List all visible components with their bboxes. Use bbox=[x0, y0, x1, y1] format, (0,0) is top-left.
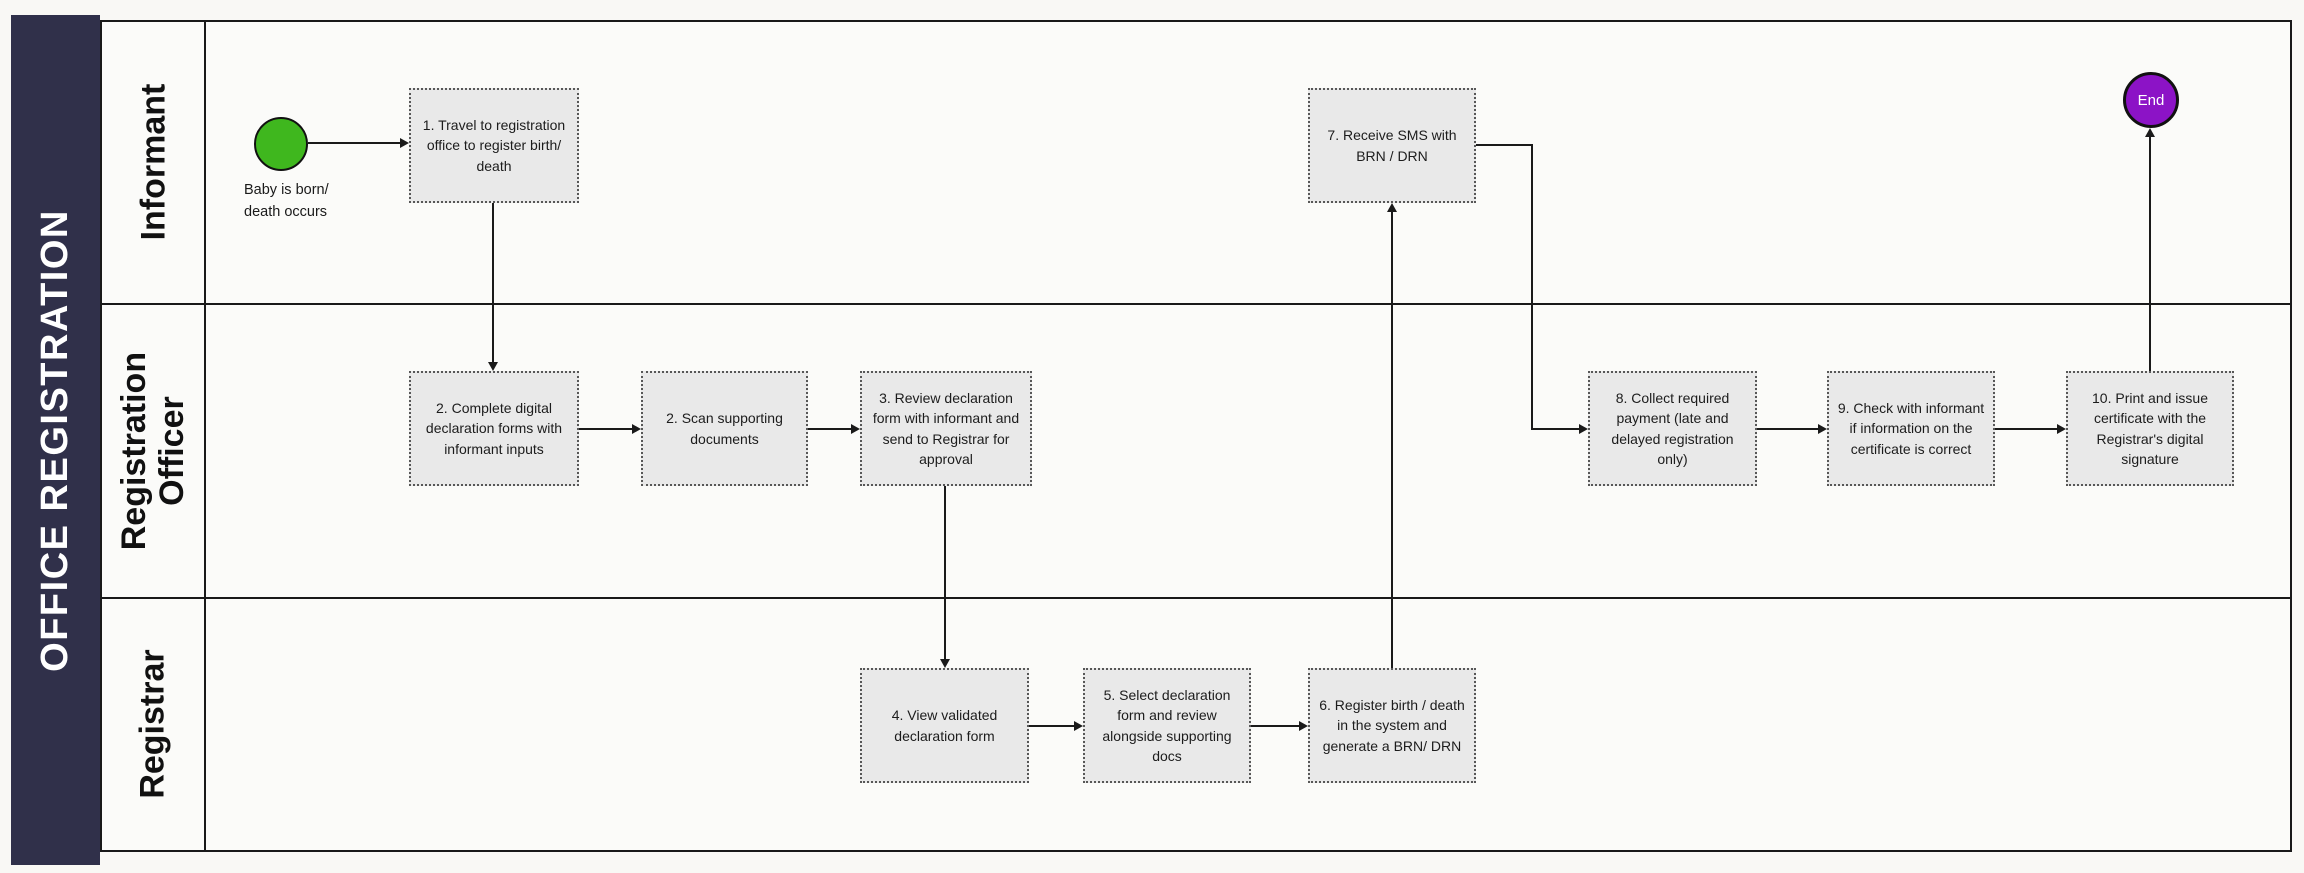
task-2-scan-documents[interactable]: 2. Scan supporting documents bbox=[641, 371, 808, 486]
connector-scan-to-task3 bbox=[808, 428, 851, 430]
connector-task7-to-task8 bbox=[1531, 144, 1533, 430]
lane-label-registrar: Registrar bbox=[133, 649, 172, 800]
connector-task8-to-task9 bbox=[1757, 428, 1818, 430]
connector-task1-to-task2 bbox=[492, 203, 494, 362]
connector-start-to-task1 bbox=[308, 142, 401, 144]
connector-task6-to-task7 bbox=[1391, 212, 1393, 668]
arrowhead-icon bbox=[1074, 721, 1083, 731]
end-event-circle[interactable]: End bbox=[2123, 72, 2179, 128]
arrowhead-icon bbox=[2057, 424, 2066, 434]
lane-label-informant: Informant bbox=[133, 84, 172, 241]
start-event-caption: Baby is born/ death occurs bbox=[244, 182, 329, 220]
arrowhead-icon bbox=[1299, 721, 1308, 731]
end-event-label: End bbox=[2137, 91, 2165, 109]
arrowhead-icon bbox=[488, 362, 498, 371]
arrowhead-icon bbox=[1387, 203, 1397, 212]
task-9-check-with-informant[interactable]: 9. Check with informant if information o… bbox=[1827, 371, 1995, 486]
task-3-review-declaration-form[interactable]: 3. Review declaration form with informan… bbox=[860, 371, 1032, 486]
arrowhead-icon bbox=[1818, 424, 1827, 434]
pool-title: OFFICE REGISTRATION bbox=[34, 208, 76, 672]
connector-task10-to-end bbox=[2149, 137, 2151, 371]
connector-task5-to-task6 bbox=[1251, 725, 1299, 727]
start-event-circle[interactable] bbox=[254, 117, 308, 171]
pool-title-bar: OFFICE REGISTRATION bbox=[11, 15, 100, 865]
connector-task4-to-task5 bbox=[1029, 725, 1074, 727]
task-6-register-birth-death[interactable]: 6. Register birth / death in the system … bbox=[1308, 668, 1476, 783]
lane-divider-informant-officer bbox=[100, 303, 2292, 305]
arrowhead-icon bbox=[632, 424, 641, 434]
connector-task7-to-task8 bbox=[1531, 428, 1579, 430]
lane-divider-officer-registrar bbox=[100, 597, 2292, 599]
task-2-complete-declaration-forms[interactable]: 2. Complete digital declaration forms wi… bbox=[409, 371, 579, 486]
arrowhead-icon bbox=[940, 659, 950, 668]
arrowhead-icon bbox=[851, 424, 860, 434]
arrowhead-icon bbox=[400, 138, 409, 148]
arrowhead-icon bbox=[2145, 128, 2155, 137]
lane-label-separator bbox=[204, 20, 206, 852]
connector-task2-to-scan bbox=[579, 428, 632, 430]
connector-task9-to-task10 bbox=[1995, 428, 2057, 430]
connector-task3-to-task4 bbox=[944, 486, 946, 659]
arrowhead-icon bbox=[1579, 424, 1588, 434]
task-7-receive-sms[interactable]: 7. Receive SMS with BRN / DRN bbox=[1308, 88, 1476, 203]
task-1-travel-to-office[interactable]: 1. Travel to registration office to regi… bbox=[409, 88, 579, 203]
lane-label-registration-officer: Registration Officer bbox=[114, 351, 192, 551]
task-5-select-declaration-form[interactable]: 5. Select declaration form and review al… bbox=[1083, 668, 1251, 783]
task-4-view-validated-form[interactable]: 4. View validated declaration form bbox=[860, 668, 1029, 783]
task-8-collect-payment[interactable]: 8. Collect required payment (late and de… bbox=[1588, 371, 1757, 486]
connector-task7-to-task8 bbox=[1476, 144, 1533, 146]
task-10-print-issue-certificate[interactable]: 10. Print and issue certificate with the… bbox=[2066, 371, 2234, 486]
